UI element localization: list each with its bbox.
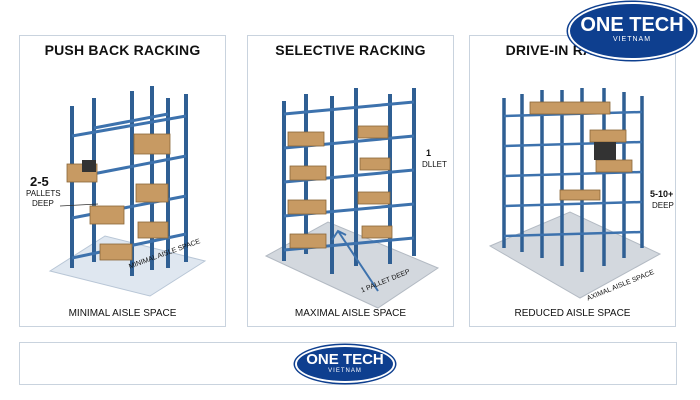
panel-push-back: PUSH BACK RACKING 2-5 PALL [19,35,226,327]
pallets [287,125,393,249]
panel-caption: MINIMAL AISLE SPACE [68,308,177,319]
panel-drive-in: DRIVE-IN RACKING 5-10+ DEEP A [469,35,676,327]
callout-line [59,203,99,207]
logo-sub: VIETNAM [328,368,362,374]
panel-caption: REDUCED AISLE SPACE [514,308,631,319]
forklift [82,160,96,172]
floor-area [48,235,207,297]
logo-sub: VIETNAM [612,36,652,43]
depth-label: DEEP [32,199,54,208]
aisle-arrow [331,229,379,292]
side-label: DLLET [422,160,447,169]
one-tech-logo: ONE TECH VIETNAM [570,4,694,58]
logo-brand: ONE TECH [306,351,384,368]
rack-beams [503,110,643,238]
push-back-rack-illustration [48,86,207,297]
panel-selective: SELECTIVE RACKING [247,35,454,327]
panel-caption: MAXIMAL AISLE SPACE [294,308,407,319]
side-value: 1 [426,148,432,158]
depth-value: 2-5 [30,174,49,189]
panel-title: SELECTIVE RACKING [275,42,426,58]
selective-rack-illustration [264,88,440,309]
panel-title: PUSH BACK RACKING [44,42,201,58]
drive-in-rack-illustration [488,88,662,299]
one-tech-footer-logo: ONE TECH VIETNAM [297,347,393,381]
floor-area [488,211,662,299]
depth-label: DEEP [652,201,674,210]
depth-value: 5-10+ [650,189,674,199]
pallets [66,133,171,261]
logo-brand: ONE TECH [580,14,684,36]
depth-unit: PALLETS [26,189,61,198]
forklift [594,142,616,160]
